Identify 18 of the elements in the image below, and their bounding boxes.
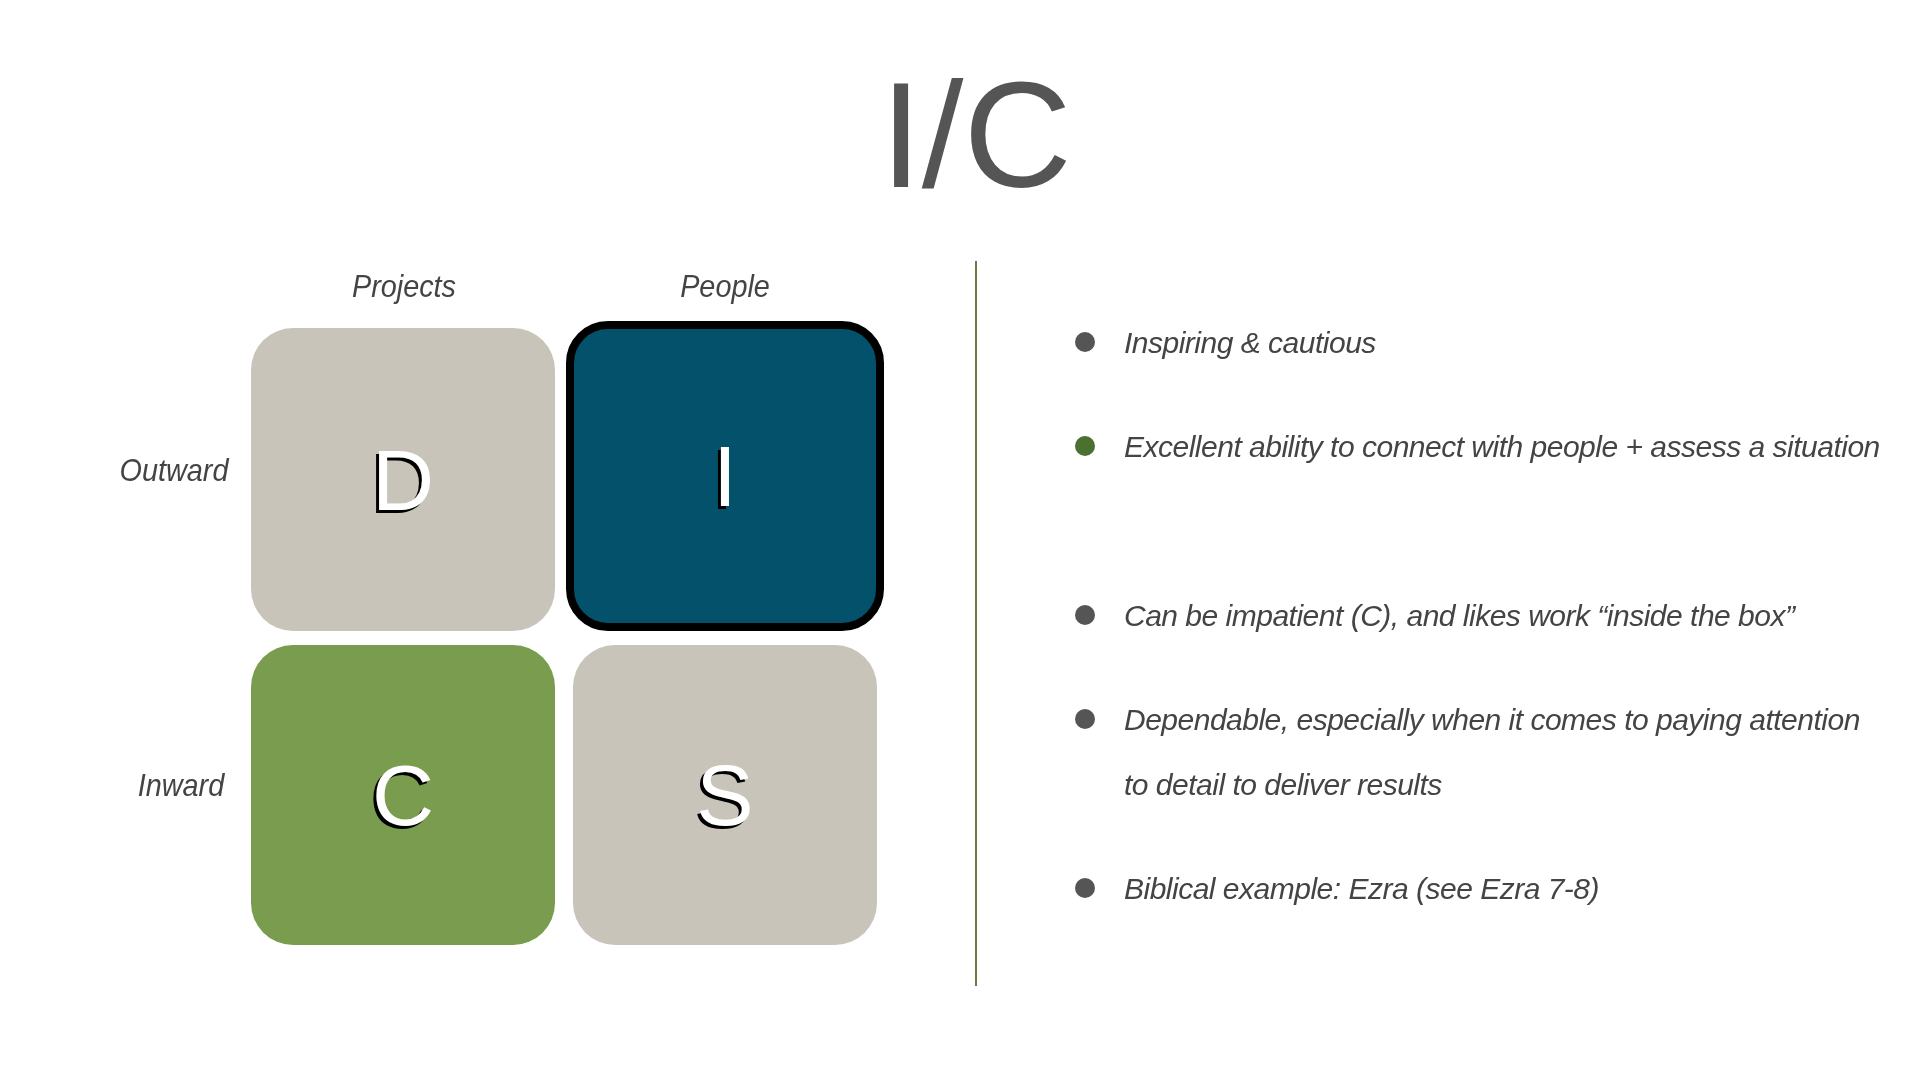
quadrant-box xyxy=(566,321,884,631)
quadrant-letter: S xyxy=(696,752,754,838)
axis-label: Projects xyxy=(352,268,456,305)
bullet-text: Excellent ability to connect with people + assess a situation xyxy=(1124,429,1881,465)
bullet-text: Dependable, especially when it comes to paying attention to detail to deliver results xyxy=(1124,702,1861,803)
bullet-text: Can be impatient (C), and likes work “inside the box” xyxy=(1124,598,1797,634)
bullet-text: Inspiring & cautious xyxy=(1124,325,1377,361)
bullet-text: Biblical example: Ezra (see Ezra 7-8) xyxy=(1124,871,1601,907)
quadrant-letter: D xyxy=(371,436,435,523)
quadrant-box xyxy=(251,328,555,631)
slide-title: I/C xyxy=(879,60,1073,210)
quadrant-letter: I xyxy=(713,433,737,519)
axis-label: Inward xyxy=(137,767,225,804)
quadrant-box xyxy=(251,645,555,945)
axis-label: People xyxy=(680,268,770,305)
axis-label: Outward xyxy=(119,452,229,489)
quadrant-letter: C xyxy=(371,752,435,838)
quadrant-box xyxy=(573,645,877,945)
